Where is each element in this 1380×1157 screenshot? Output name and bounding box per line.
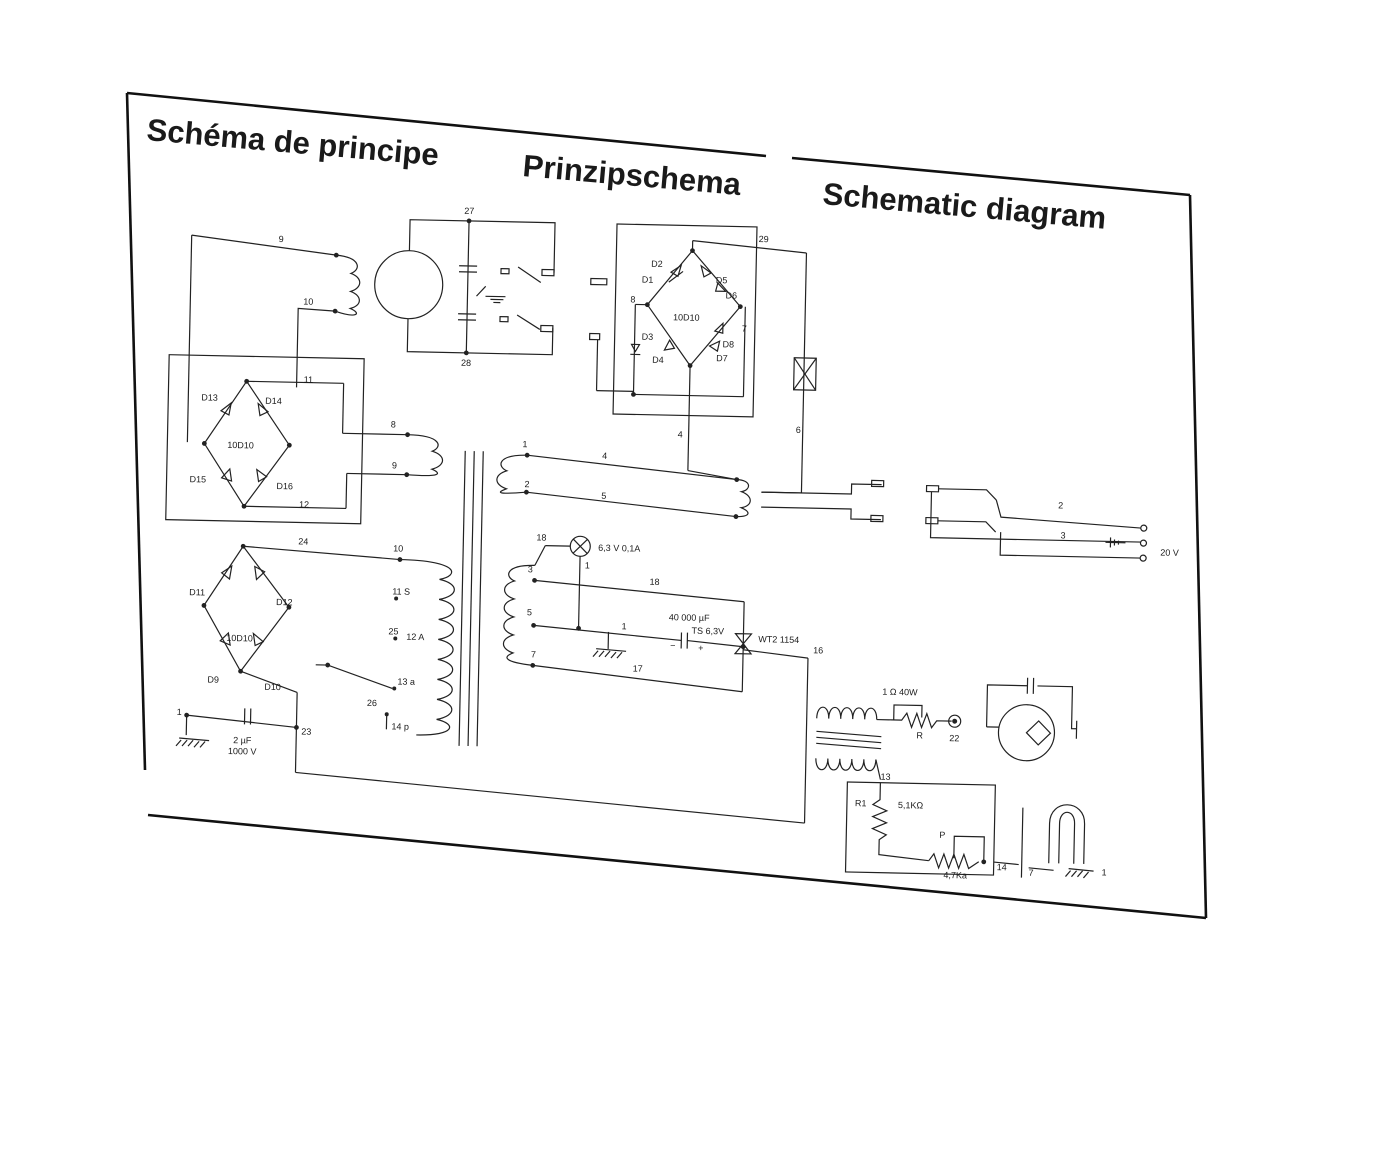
node-3a: 3 bbox=[1060, 530, 1065, 540]
node-9b: 9 bbox=[392, 460, 397, 470]
lamp-rating: 6,3 V 0,1A bbox=[598, 543, 640, 554]
node-1d: 1 bbox=[622, 621, 627, 631]
diode-d15: D15 bbox=[189, 474, 206, 484]
node-29: 29 bbox=[759, 234, 769, 244]
title-fr: Schéma de principe bbox=[145, 112, 440, 172]
node-13: 13 bbox=[880, 772, 890, 782]
title-en: Schematic diagram bbox=[821, 176, 1107, 236]
node-7c: 7 bbox=[1028, 868, 1033, 878]
node-26: 26 bbox=[367, 698, 377, 708]
node-5b: 5 bbox=[527, 607, 532, 617]
node-6: 6 bbox=[796, 425, 801, 435]
node-13a: 13 a bbox=[397, 677, 415, 687]
node-4a: 4 bbox=[678, 429, 683, 439]
node-22: 22 bbox=[949, 733, 959, 743]
node-23: 23 bbox=[301, 727, 311, 737]
thyristor-label: WT2 1154 bbox=[758, 634, 799, 645]
resistor-r1-value: 5,1KΩ bbox=[898, 800, 924, 811]
small-capacitor-voltage: 1000 V bbox=[228, 746, 257, 757]
node-18b: 18 bbox=[649, 577, 659, 587]
node-25: 25 bbox=[388, 626, 398, 636]
node-14: 14 bbox=[997, 862, 1007, 872]
output-voltage: 20 V bbox=[1160, 547, 1179, 557]
node-10a: 10 bbox=[303, 296, 313, 306]
main-capacitor-value: 40 000 µF bbox=[669, 612, 710, 623]
labels: 27 28 29 9 10 11 12 8 9 24 10 11 S 25 12… bbox=[174, 200, 1186, 885]
diode-d3: D3 bbox=[642, 332, 654, 342]
diode-d11: D11 bbox=[189, 587, 205, 597]
potentiometer-value: 4,7Ka bbox=[943, 870, 967, 880]
bridge-label-a: 10D10 bbox=[673, 312, 700, 323]
node-2b: 2 bbox=[1058, 500, 1063, 510]
node-3b: 3 bbox=[528, 564, 533, 574]
diode-d16: D16 bbox=[276, 481, 293, 491]
diode-d10: D10 bbox=[264, 682, 281, 692]
power-resistor-label: 1 Ω 40W bbox=[882, 687, 918, 698]
diode-d6: D6 bbox=[725, 290, 737, 300]
diode-d12: D12 bbox=[276, 597, 293, 607]
resistor-r1-label: R1 bbox=[855, 798, 867, 808]
node-16: 16 bbox=[813, 645, 823, 655]
node-8b: 8 bbox=[630, 294, 635, 304]
node-1b: 1 bbox=[522, 439, 527, 449]
u-lamp bbox=[1048, 804, 1095, 878]
node-28: 28 bbox=[461, 358, 471, 368]
transformer-core bbox=[459, 451, 483, 746]
node-7a: 7 bbox=[742, 324, 747, 334]
node-7b: 7 bbox=[531, 649, 536, 659]
node-11: 11 bbox=[304, 374, 314, 384]
node-27: 27 bbox=[464, 206, 474, 216]
diode-d13: D13 bbox=[201, 392, 218, 402]
node-1a: 1 bbox=[177, 707, 182, 717]
output-transformer bbox=[803, 658, 1057, 878]
node-11s: 11 S bbox=[392, 586, 410, 596]
node-8a: 8 bbox=[391, 419, 396, 429]
node-9a: 9 bbox=[279, 234, 284, 244]
low-voltage-section bbox=[503, 535, 811, 693]
small-capacitor-value: 2 µF bbox=[233, 735, 252, 745]
node-5a: 5 bbox=[601, 491, 606, 501]
bridge-d1-d8 bbox=[586, 224, 818, 494]
capacitor-plus: + bbox=[698, 643, 703, 653]
fan-symbol bbox=[986, 677, 1078, 762]
capacitor-minus: − bbox=[670, 640, 675, 650]
node-1c: 1 bbox=[585, 560, 590, 570]
motor-block bbox=[373, 217, 555, 358]
diode-d2: D2 bbox=[651, 259, 663, 269]
title-de: Prinzipschema bbox=[521, 148, 743, 202]
main-capacitor-type: TS 6,3V bbox=[691, 626, 724, 637]
relay-section bbox=[496, 452, 884, 522]
diode-d4: D4 bbox=[652, 355, 664, 365]
node-10b: 10 bbox=[393, 543, 403, 553]
potentiometer-p-label: P bbox=[939, 830, 945, 840]
node-18a: 18 bbox=[536, 532, 546, 542]
output-terminals bbox=[925, 486, 1147, 562]
resistor-r-label: R bbox=[916, 730, 923, 740]
diode-d8: D8 bbox=[722, 339, 734, 349]
node-12a: 12 A bbox=[406, 632, 424, 642]
bridge-label-b: 10D10 bbox=[227, 440, 254, 451]
diode-d14: D14 bbox=[265, 396, 282, 406]
diode-d7: D7 bbox=[716, 353, 728, 363]
node-14p: 14 p bbox=[391, 721, 409, 731]
diode-d1: D1 bbox=[642, 275, 654, 285]
node-12: 12 bbox=[299, 499, 309, 509]
node-17: 17 bbox=[633, 663, 643, 673]
node-2a: 2 bbox=[524, 479, 529, 489]
diode-d9: D9 bbox=[207, 675, 219, 685]
bridge-label-c: 10D10 bbox=[226, 633, 253, 644]
diode-d5: D5 bbox=[716, 275, 728, 285]
node-24: 24 bbox=[298, 536, 308, 546]
node-1e: 1 bbox=[1101, 867, 1106, 877]
node-4b: 4 bbox=[602, 451, 607, 461]
